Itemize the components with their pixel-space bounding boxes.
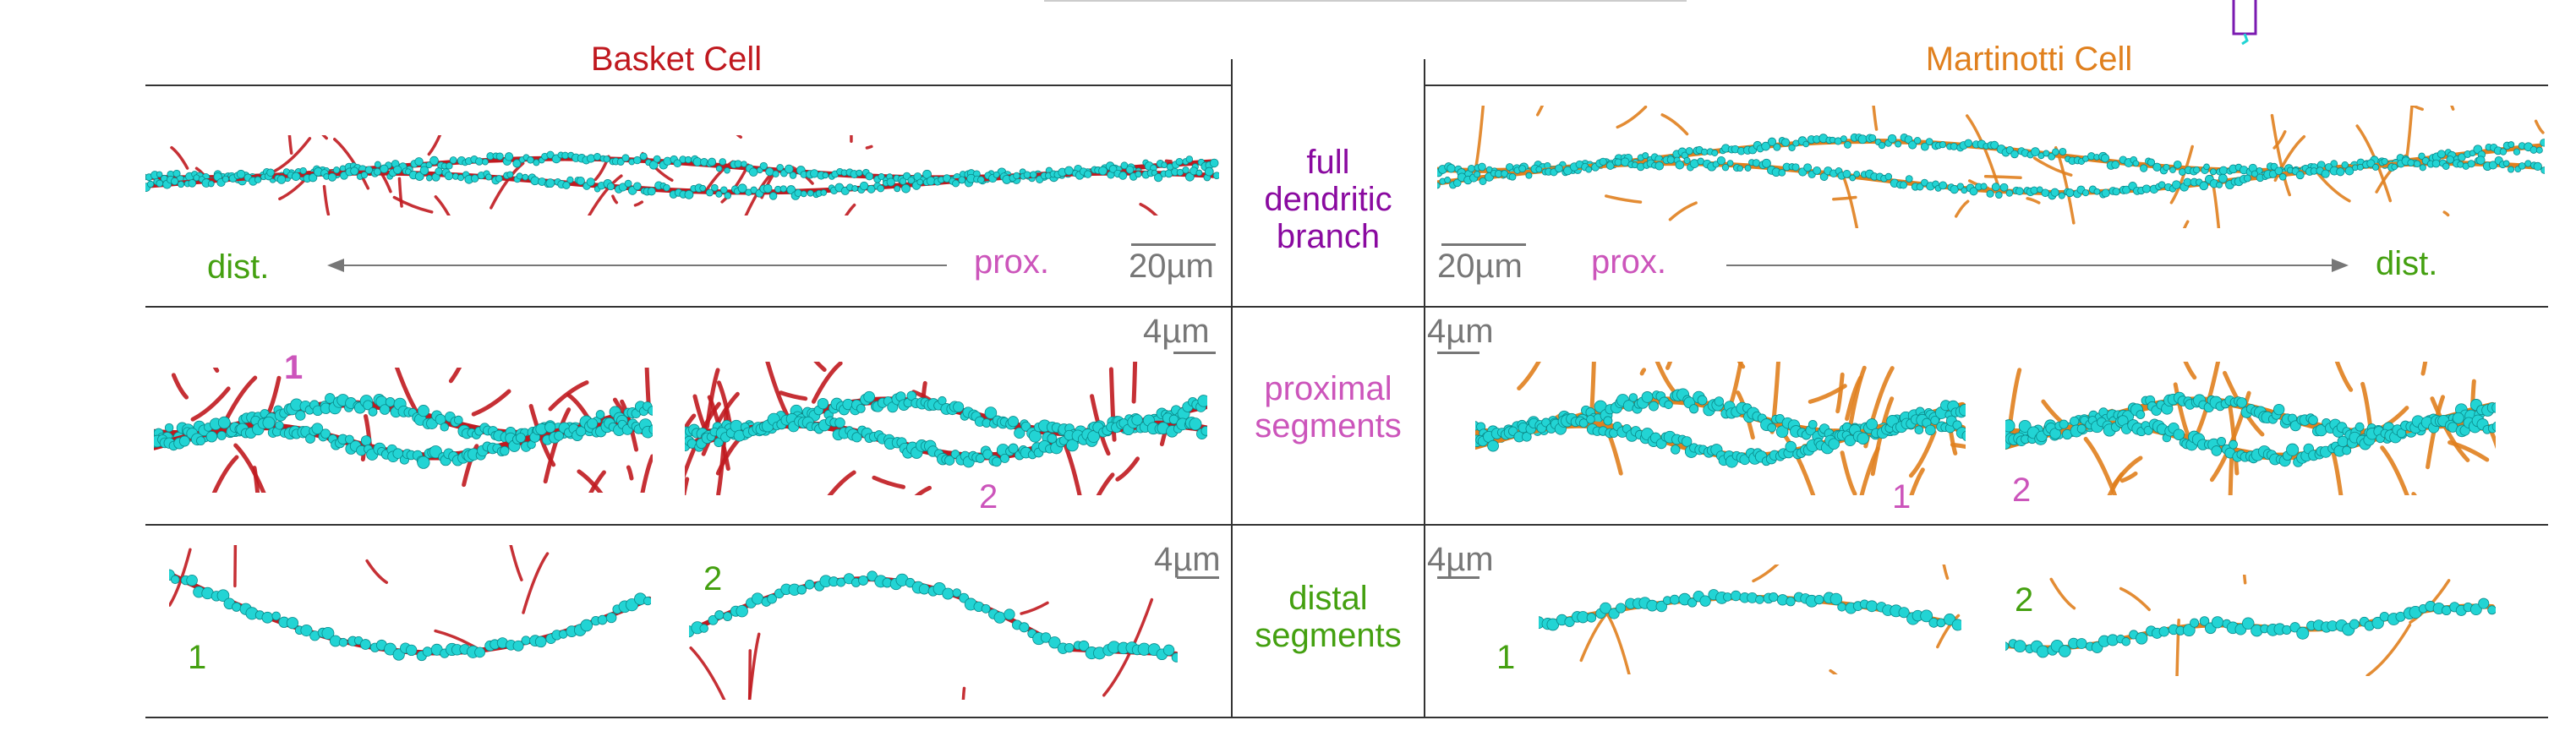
header-martinotti-cell: Martinotti Cell [1925,41,2133,78]
basket-distal-segment-2-image [689,570,1178,700]
basket-proximal-segment-2-image [685,362,1207,495]
row-label-proximal-line1: proximal [1264,370,1392,407]
divider-bottom [145,717,2548,718]
basket-full-branch-image [145,135,1219,215]
martinotti-proximal-segment-2-image [2005,362,2496,495]
row-label-full-line2: dendritic [1264,181,1392,218]
divider-header-left [145,85,1231,86]
dendrite-red [169,545,651,662]
martinotti-proximal-segment-1-image [1475,362,1966,495]
row-label-distal-segments: distal segments [1234,580,1422,654]
header-basket-cell: Basket Cell [590,41,763,78]
martinotti-distal-segment-2-image [2005,575,2496,676]
basket-direction-arrow [327,259,947,272]
dendrite-red [145,135,1219,215]
martinotti-distal-direction-label: dist. [2376,245,2438,282]
martinotti-direction-arrow [1726,259,2349,272]
row-label-full-line1: full [1306,144,1350,181]
divider-row1 [145,306,2548,308]
basket-proximal-scale-bar [1173,352,1216,354]
martinotti-proximal-scale-bar [1437,352,1479,354]
top-divider-stub [1044,0,1687,2]
row-label-distal-line1: distal [1288,580,1368,617]
martinotti-proximal-scale-label: 4µm [1427,313,1494,350]
martinotti-full-branch-image [1437,106,2545,228]
row-label-proximal-line2: segments [1255,407,1402,445]
martinotti-proximal-number-1: 1 [1892,478,1911,516]
basket-proximal-number-1: 1 [284,349,304,386]
dendrite-red [689,570,1178,700]
basket-full-scale-label: 20µm [1129,248,1214,285]
row-label-distal-line2: segments [1255,617,1402,654]
dendrite-red [685,362,1207,495]
martinotti-distal-segment-1-image [1539,565,1961,674]
basket-distal-number-1: 1 [188,639,207,676]
dendrite-orange [1437,106,2545,228]
vertical-divider-right [1424,59,1425,718]
divider-header-right [1424,85,2548,86]
basket-distal-scale-bar [1177,576,1219,579]
dendrite-orange [2005,362,2496,495]
dendrite-orange [2005,575,2496,676]
dendrite-red [154,368,653,493]
martinotti-distal-number-2: 2 [2015,581,2034,619]
martinotti-distal-scale-label: 4µm [1427,541,1494,578]
dendrite-orange [1475,362,1966,495]
row-label-full-branch: full dendritic branch [1234,144,1422,255]
top-right-inset-icon [2232,0,2257,46]
martinotti-proximal-direction-label: prox. [1591,243,1666,281]
dendrite-orange [1539,565,1961,674]
vertical-divider-left [1231,59,1233,718]
basket-proximal-scale-label: 4µm [1143,313,1210,350]
martinotti-distal-scale-bar [1437,576,1479,579]
divider-row2 [145,524,2548,526]
martinotti-distal-number-1: 1 [1496,639,1516,676]
basket-distal-number-2: 2 [703,560,723,597]
martinotti-proximal-number-2: 2 [2012,472,2032,509]
basket-proximal-number-2: 2 [979,478,998,516]
basket-distal-scale-label: 4µm [1154,541,1221,578]
martinotti-full-scale-bar [1441,243,1526,246]
row-label-full-line3: branch [1276,218,1381,255]
basket-distal-direction-label: dist. [207,248,270,286]
martinotti-full-scale-label: 20µm [1437,248,1523,285]
basket-proximal-segment-1-image [154,368,653,493]
row-label-proximal-segments: proximal segments [1234,370,1422,445]
basket-distal-segment-1-image [169,545,651,662]
basket-full-scale-bar [1131,243,1216,246]
basket-proximal-direction-label: prox. [974,243,1049,281]
